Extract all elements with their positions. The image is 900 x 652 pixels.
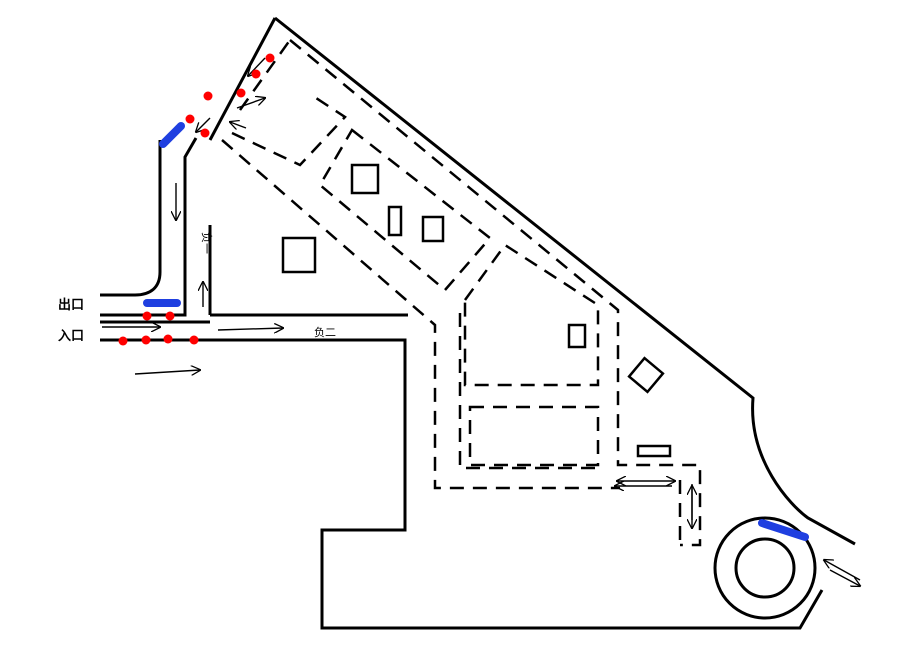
pillar	[627, 356, 665, 394]
dashed-outer-loop	[289, 39, 702, 547]
b1-wall-inner	[208, 17, 277, 141]
spiral-ramp	[713, 516, 817, 620]
barriers	[143, 122, 809, 541]
direction-arrows	[102, 57, 861, 581]
barrier-exit-ramp	[159, 122, 185, 148]
arrow-ramp-top	[248, 57, 266, 76]
dashed-paths	[221, 39, 702, 547]
dashed-island-4-edge	[458, 313, 598, 470]
sensor-dot	[185, 114, 195, 124]
pillar	[350, 163, 380, 195]
dashed-island-3	[468, 405, 600, 467]
pillar	[567, 323, 587, 349]
spiral-ramp-inner	[734, 537, 796, 599]
dashed-island-1	[318, 128, 492, 292]
sensor-dot	[265, 53, 275, 63]
sensor-dot	[165, 311, 175, 321]
sensor-dot	[203, 91, 213, 101]
outer-wall-main	[274, 16, 856, 546]
sensor-dot	[251, 69, 261, 79]
sensor-dot	[163, 334, 173, 344]
arrow-b2-right	[217, 328, 283, 330]
exit-ramp-left-wall	[100, 140, 162, 297]
sensor-dot	[141, 335, 151, 345]
dashed-island-2	[463, 243, 600, 387]
arrow-ramp-mid	[236, 98, 265, 109]
direction-arrows-2	[615, 486, 860, 586]
arrow-spiral-in	[829, 569, 860, 586]
pillar	[387, 205, 403, 237]
dashed-ramp-in	[238, 39, 292, 111]
sensor-dot	[118, 336, 128, 346]
pillar	[421, 215, 445, 243]
level-b2-label: 负二	[314, 325, 336, 339]
pillar	[281, 236, 317, 274]
level-b1-label: 负一	[200, 232, 214, 254]
b1-corridor-wall	[208, 225, 408, 317]
sensor-dot	[189, 335, 199, 345]
sensor-dot	[142, 311, 152, 321]
sensor-dots	[118, 53, 275, 346]
sensor-dot	[236, 88, 246, 98]
entrance-label: 入口	[58, 329, 84, 344]
arrow-ramp-in	[230, 122, 247, 128]
spiral-ramp-outer	[713, 516, 817, 620]
outer-walls	[100, 16, 856, 630]
arrow-spiral-exit	[824, 560, 861, 581]
exit-label: 出口	[58, 297, 84, 313]
sensor-dot	[200, 128, 210, 138]
pillars	[281, 163, 672, 458]
barrier-spiral	[758, 519, 809, 541]
arrow-ramp-lower	[196, 117, 211, 132]
dashed-ramp-corridor	[231, 96, 347, 167]
arrow-lower-right	[134, 370, 200, 374]
dashed-inner-loop	[221, 139, 620, 490]
pillar	[636, 444, 672, 458]
b2-corridor-upper-wall	[100, 137, 198, 317]
outer-wall-ramp-lower	[100, 338, 824, 630]
